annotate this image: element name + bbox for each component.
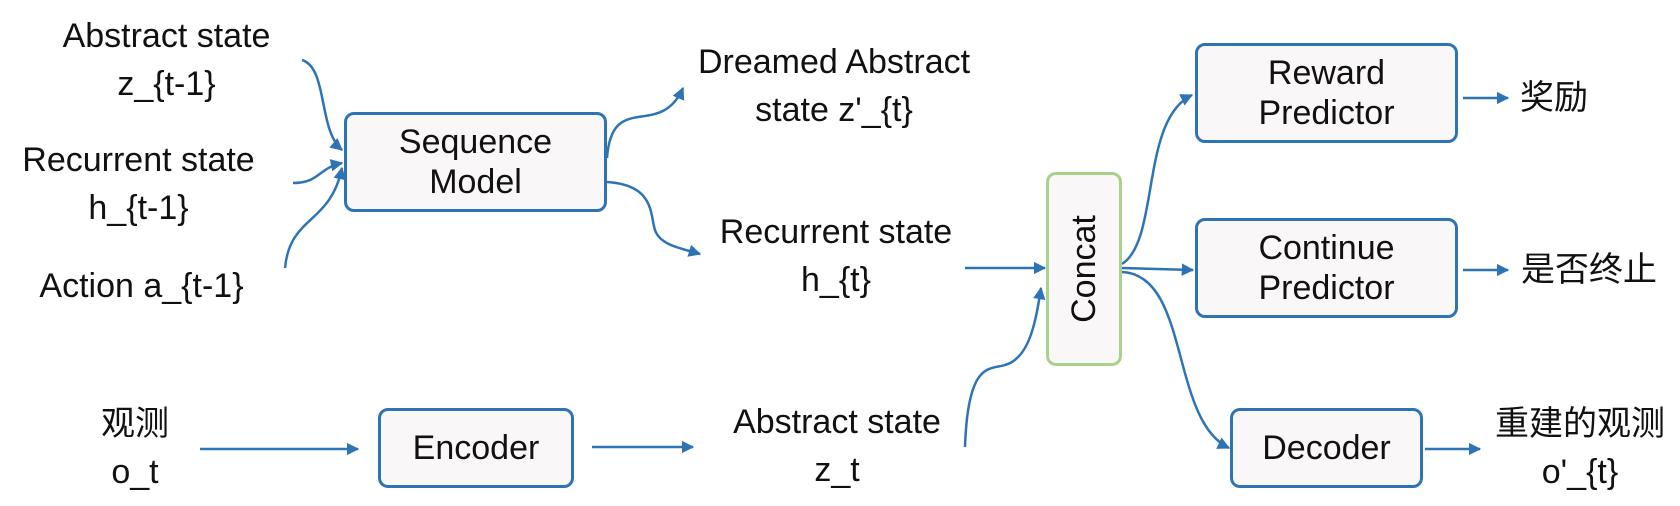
arrow-concat-to-reward [1121, 93, 1194, 266]
arrow-sequence-to-dreamed [605, 86, 685, 159]
arrow-recurrent-prev-to-sequence [292, 159, 344, 185]
arrow-abstract-t-to-concat [963, 286, 1046, 448]
reward-output-label: 奖励 [1520, 79, 1588, 117]
arrow-concat-to-decoder [1121, 270, 1231, 450]
action-prev-label: Action a_{t-1} [39, 267, 244, 305]
arrow-abstract-prev-to-sequence [301, 58, 343, 151]
reward-predictor-box: Reward Predictor [1195, 43, 1458, 143]
arrow-concat-to-continue [1121, 263, 1195, 276]
recurrent-state-t-label: Recurrent state h_{t} [719, 213, 953, 299]
concat-label: Concat [1065, 215, 1104, 323]
dreamed-abstract-state-label: Dreamed Abstract state z'_{t} [697, 43, 971, 129]
abstract-state-prev-label: Abstract state z_{t-1} [62, 17, 271, 103]
abstract-state-t-label: Abstract state z_t [733, 403, 941, 489]
concat-box: Concat [1046, 172, 1122, 366]
recurrent-state-prev-label: Recurrent state h_{t-1} [22, 141, 255, 227]
reconstruction-output-label: 重建的观测 o'_{t} [1495, 405, 1665, 491]
continue-output-label: 是否终止 [1521, 251, 1657, 289]
arrow-action-prev-to-sequence [283, 166, 346, 269]
observation-label: 观测 o_t [101, 405, 169, 491]
arrow-sequence-to-recurrent-t [606, 180, 702, 257]
encoder-box: Encoder [378, 408, 574, 488]
decoder-box: Decoder [1230, 408, 1423, 488]
continue-predictor-box: Continue Predictor [1195, 218, 1458, 318]
sequence-model-box: Sequence Model [344, 112, 607, 212]
